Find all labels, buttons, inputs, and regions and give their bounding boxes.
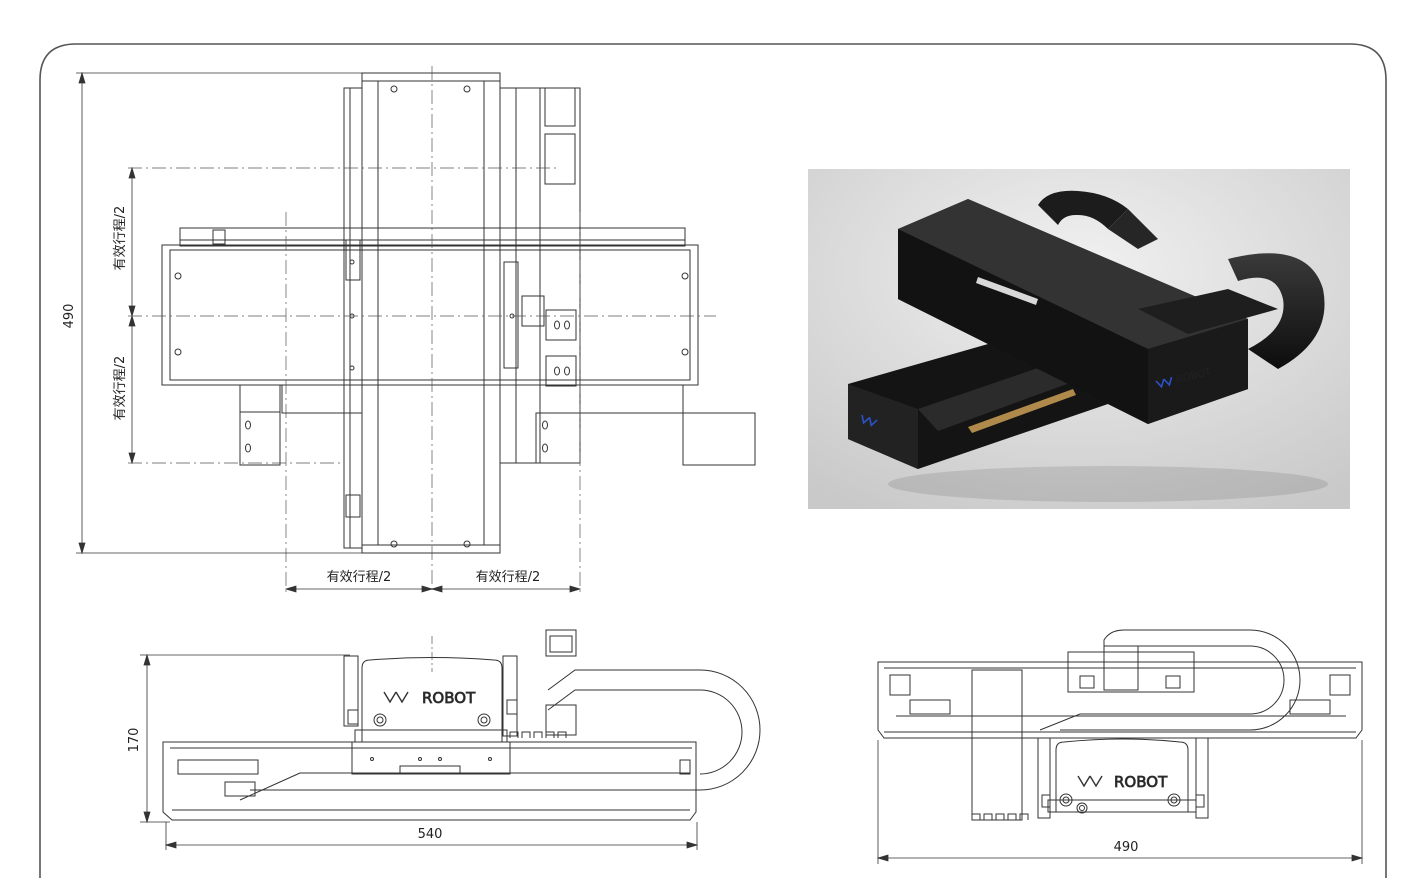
top-view — [161, 72, 756, 554]
side-view — [162, 629, 761, 821]
dim-stroke-half-right: 有效行程/2 — [476, 570, 541, 585]
dim-stroke-half-upper: 有效行程/2 — [113, 206, 128, 271]
dim-side-height: 170 — [127, 728, 142, 753]
dim-top-height: 490 — [62, 304, 77, 329]
side-view-logo: ROBOT — [383, 689, 476, 707]
front-view-logo: ROBOT — [1077, 773, 1168, 791]
dim-stroke-half-lower: 有效行程/2 — [113, 356, 128, 421]
top-view-centerlines — [128, 66, 716, 592]
sheet-border — [39, 43, 1387, 878]
top-view-dimension-lines — [76, 71, 582, 593]
dim-front-width: 490 — [1114, 840, 1139, 855]
front-view-dimension-lines — [876, 740, 1364, 864]
front-view — [877, 629, 1363, 821]
dim-side-width: 540 — [418, 827, 443, 842]
photo-cable-chain — [1038, 190, 1128, 229]
side-view-dimension-lines — [140, 653, 699, 850]
dim-stroke-half-left: 有效行程/2 — [327, 570, 392, 585]
side-view-logo-text: ROBOT — [422, 689, 476, 707]
front-view-logo-text: ROBOT — [1114, 773, 1168, 791]
product-render-image: ROBOT ROBOT — [808, 169, 1350, 509]
